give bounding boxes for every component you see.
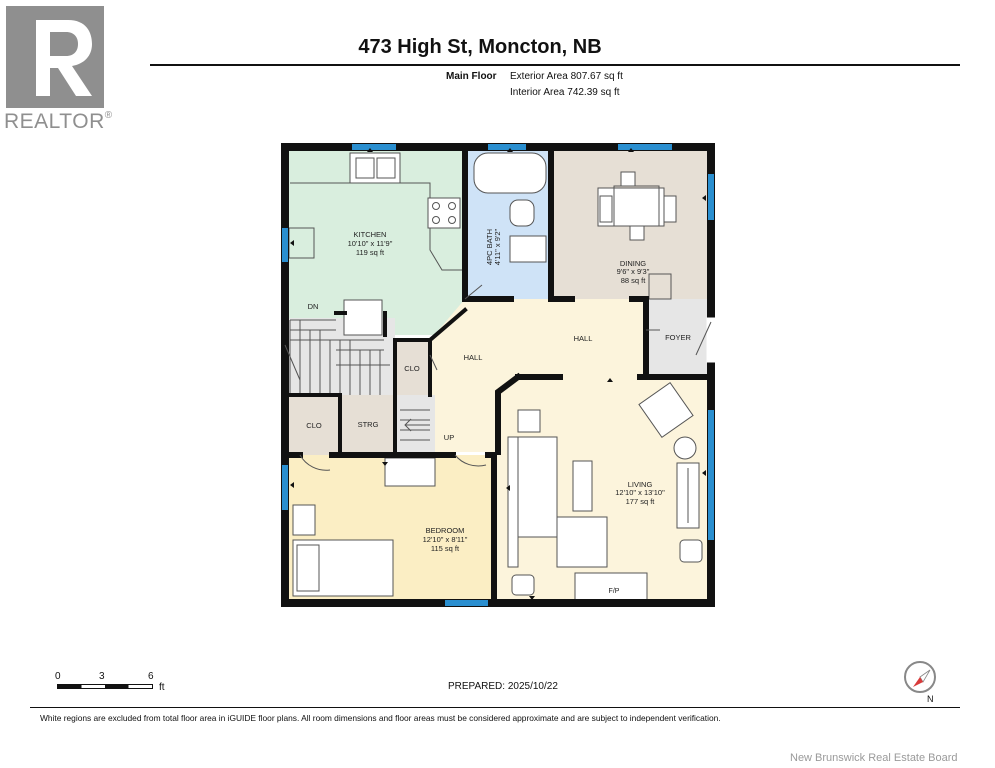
dining-area: 88 sq ft <box>621 276 647 285</box>
bedroom-area: 115 sq ft <box>431 544 460 553</box>
page-title: 473 High St, Moncton, NB <box>358 36 602 58</box>
floor-name: Main Floor <box>446 71 497 82</box>
closet-left-fill <box>285 395 340 455</box>
fireplace-label: F/P <box>609 588 620 595</box>
closet-left-name: CLO <box>306 421 322 430</box>
closet-stairs-fill <box>395 340 430 395</box>
dining-dims: 9'6" x 9'3" <box>617 267 650 276</box>
storage-fill <box>340 395 395 455</box>
living-area: 177 sq ft <box>626 497 656 506</box>
foyer-fill <box>646 299 711 377</box>
realtor-wordmark: REALTOR® <box>4 110 113 133</box>
scale-bar <box>57 684 153 689</box>
footer-divider <box>30 707 960 708</box>
bedroom-dims: 12'10" x 8'11" <box>423 535 468 544</box>
hall-center-name: HALL <box>464 353 483 362</box>
stair-up-fill <box>395 395 435 452</box>
hall-upper-fill <box>518 299 646 377</box>
compass-icon: N <box>904 661 936 704</box>
hall-upper-name: HALL <box>574 334 593 343</box>
bath-name: 4PC BATH <box>485 229 494 265</box>
kitchen-name: KITCHEN <box>354 230 387 239</box>
realtor-logo-icon <box>6 6 104 108</box>
room-labels: KITCHEN 10'10" x 11'9" 119 sq ft 4PC BAT… <box>306 228 691 595</box>
foyer-name: FOYER <box>665 333 691 342</box>
bedroom-name: BEDROOM <box>426 526 465 535</box>
doors <box>284 284 712 471</box>
board-watermark: New Brunswick Real Estate Board <box>790 752 958 764</box>
prepared-date: PREPARED: 2025/10/22 <box>448 681 558 692</box>
scale-tick-3: 3 <box>99 671 105 682</box>
down-label: DN <box>308 302 319 311</box>
living-dims: 12'10" x 13'10" <box>615 488 665 497</box>
kitchen-dims: 10'10" x 11'9" <box>348 239 393 248</box>
dining-name: DINING <box>620 259 646 268</box>
kitchen-area: 119 sq ft <box>356 248 385 257</box>
bath-dims: 4'11" x 9'2" <box>493 228 502 265</box>
stairs <box>289 319 430 441</box>
scale-tick-6: 6 <box>148 671 154 682</box>
interior-area: Interior Area 742.39 sq ft <box>510 87 620 98</box>
scale-unit: ft <box>159 682 165 693</box>
compass-letter: N <box>927 694 934 704</box>
up-label: UP <box>444 433 454 442</box>
storage-name: STRG <box>358 420 379 429</box>
windows <box>282 144 714 606</box>
living-fill <box>494 377 711 603</box>
closet-stairs-name: CLO <box>404 364 420 373</box>
living-name: LIVING <box>628 480 653 489</box>
exterior-area: Exterior Area 807.67 sq ft <box>510 71 623 82</box>
disclaimer-text: White regions are excluded from total fl… <box>40 713 721 723</box>
scale-tick-0: 0 <box>55 671 61 682</box>
furniture <box>288 152 703 602</box>
title-divider <box>150 64 960 66</box>
